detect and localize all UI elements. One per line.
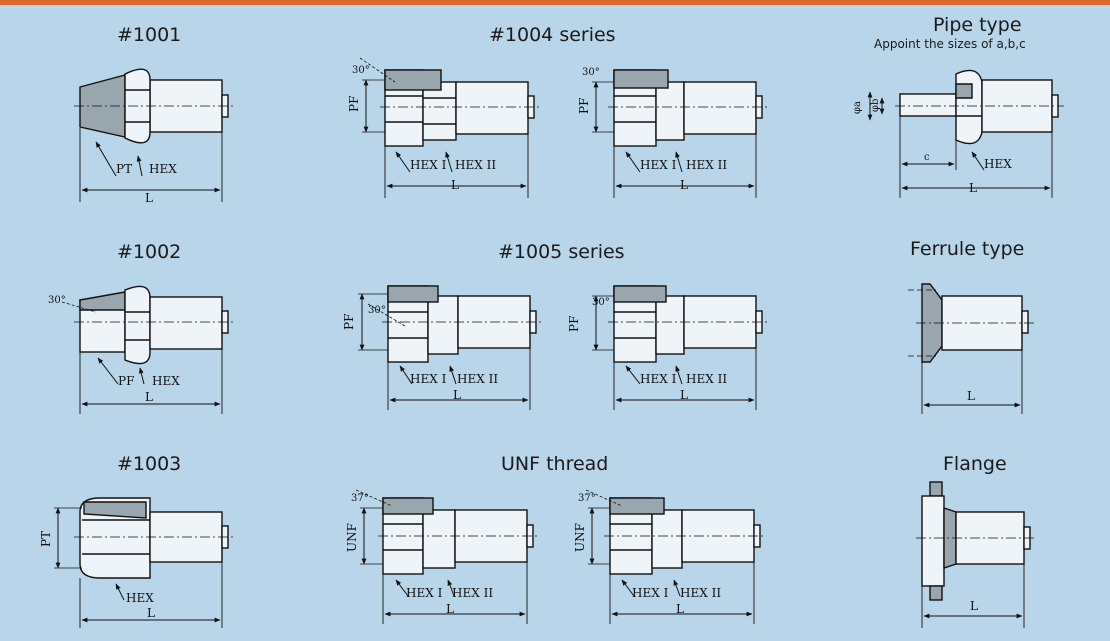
label-hex-i: HEX I xyxy=(632,586,669,600)
label-length: L xyxy=(970,599,978,613)
label-length: L xyxy=(680,388,688,402)
label-hex-ii: HEX II xyxy=(457,372,498,386)
label-angle-30: 30° xyxy=(352,65,370,76)
title-1003: #1003 xyxy=(117,453,182,475)
label-angle-30: 30° xyxy=(592,297,610,308)
label-length: L xyxy=(680,178,688,192)
label-hex-ii: HEX II xyxy=(452,586,493,600)
label-length: L xyxy=(147,606,155,620)
label-length: L xyxy=(446,602,454,616)
title-pipe-type: Pipe type xyxy=(933,14,1022,36)
flange-drawing xyxy=(916,481,1036,628)
label-pf: PF xyxy=(577,98,591,114)
title-1004-series: #1004 series xyxy=(489,24,616,46)
fitting-1004-b-drawing xyxy=(592,69,768,198)
label-pf: PF xyxy=(567,316,581,332)
label-angle-30: 30° xyxy=(48,295,66,306)
label-angle-30: 30° xyxy=(368,305,386,316)
title-1001: #1001 xyxy=(117,24,182,46)
title-ferrule-type: Ferrule type xyxy=(910,238,1025,260)
fitting-1005-a-drawing xyxy=(358,285,542,410)
label-phi-b: φb xyxy=(870,99,881,112)
fitting-1004-a-drawing xyxy=(359,57,540,198)
title-1005-series: #1005 series xyxy=(498,241,625,263)
label-pf: PF xyxy=(342,314,356,330)
fitting-1005-b-drawing xyxy=(592,285,768,410)
label-hex-ii: HEX II xyxy=(686,372,727,386)
label-hex-ii: HEX II xyxy=(455,158,496,172)
top-accent-bar xyxy=(0,0,1110,5)
subtitle-pipe-type: Appoint the sizes of a,b,c xyxy=(874,37,1026,51)
label-hex: HEX xyxy=(126,591,154,605)
label-hex-i: HEX I xyxy=(640,158,677,172)
label-hex-ii: HEX II xyxy=(680,586,721,600)
label-length: L xyxy=(453,388,461,402)
unf-thread-a-drawing xyxy=(355,489,540,624)
label-pt: PT xyxy=(39,531,53,547)
label-hex-i: HEX I xyxy=(410,158,447,172)
label-angle-37: 37° xyxy=(351,493,369,504)
label-c: c xyxy=(924,152,930,163)
label-hex-i: HEX I xyxy=(640,372,677,386)
title-1002: #1002 xyxy=(117,241,182,263)
label-hex: HEX xyxy=(152,374,180,388)
title-flange: Flange xyxy=(943,453,1007,475)
label-length: L xyxy=(967,389,975,403)
label-hex-i: HEX I xyxy=(406,586,443,600)
label-pf: PF xyxy=(118,374,134,388)
title-unf-thread: UNF thread xyxy=(501,453,609,475)
label-phi-a: φa xyxy=(852,101,863,114)
fitting-1002-drawing xyxy=(61,285,234,414)
label-length: L xyxy=(969,181,977,195)
label-angle-37: 37° xyxy=(578,493,596,504)
label-hex: HEX xyxy=(149,162,177,176)
label-unf: UNF xyxy=(345,523,359,552)
label-length: L xyxy=(451,178,459,192)
pipe-type-drawing xyxy=(867,69,1064,198)
label-hex-i: HEX I xyxy=(410,372,447,386)
label-hex-ii: HEX II xyxy=(686,158,727,172)
fitting-1003-drawing xyxy=(54,497,234,628)
label-hex: HEX xyxy=(984,157,1012,171)
unf-thread-b-drawing xyxy=(585,489,766,624)
label-length: L xyxy=(145,390,153,404)
label-pt: PT xyxy=(116,162,132,176)
label-unf: UNF xyxy=(573,523,587,552)
fitting-1001-drawing xyxy=(74,68,234,202)
label-angle-30: 30° xyxy=(582,67,600,78)
label-length: L xyxy=(145,191,153,205)
label-pf: PF xyxy=(347,96,361,112)
ferrule-type-drawing xyxy=(908,283,1034,414)
label-length: L xyxy=(676,602,684,616)
